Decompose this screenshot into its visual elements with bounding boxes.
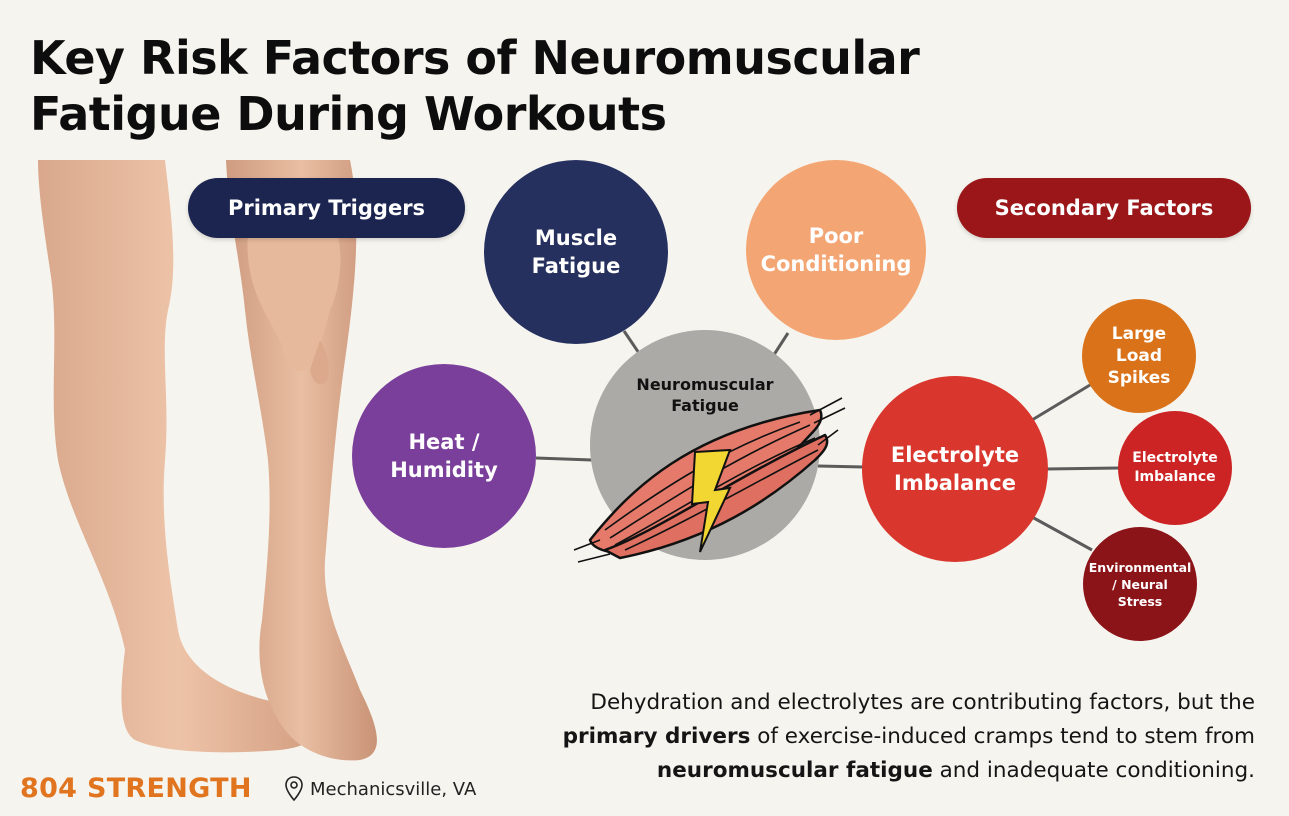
caption-line-3-rest: and inadequate conditioning. [932,758,1255,783]
node-label: Environmental / Neural Stress [1088,559,1192,609]
node-label: Heat / Humidity [390,430,498,482]
primary-triggers-label: Primary Triggers [227,196,426,220]
node-label: Electrolyte Imbalance [1132,450,1218,485]
caption-emphasis-primary-drivers: primary drivers [562,724,751,749]
page-title: Key Risk Factors of Neuromuscular Fatigu… [30,30,920,142]
brand-name: 804 STRENGTH [20,773,252,804]
caption-line-2: primary drivers of exercise-induced cram… [475,720,1255,754]
node-environmental-neural-stress: Environmental / Neural Stress [1083,527,1197,641]
title-line-1: Key Risk Factors of Neuromuscular [30,31,920,85]
caption-text: Dehydration and electrolytes are contrib… [475,686,1255,788]
node-electrolyte-imbalance-secondary: Electrolyte Imbalance [1118,411,1232,525]
node-label: Muscle Fatigue [531,226,621,278]
center-node-label: Neuromuscular Fatigue [636,375,774,415]
caption-line-2-rest: of exercise-induced cramps tend to stem … [750,724,1255,749]
caption-line-3: neuromuscular fatigue and inadequate con… [475,754,1255,788]
node-poor-conditioning: Poor Conditioning [746,160,926,340]
legs-calf-cramp-illustration [38,160,377,761]
node-label: Electrolyte Imbalance [890,443,1020,495]
title-line-2: Fatigue During Workouts [30,87,667,141]
secondary-factors-pill: Secondary Factors [957,178,1251,238]
muscle-with-lightning-icon [573,397,846,563]
node-heat-humidity: Heat / Humidity [352,364,536,548]
map-pin-icon [285,776,303,802]
node-large-load-spikes: Large Load Spikes [1082,299,1196,413]
location-text: Mechanicsville, VA [310,778,477,800]
primary-triggers-pill: Primary Triggers [188,178,465,238]
secondary-factors-label: Secondary Factors [994,196,1214,220]
caption-emphasis-neuromuscular-fatigue: neuromuscular fatigue [656,758,933,783]
node-electrolyte-imbalance: Electrolyte Imbalance [862,376,1048,562]
node-muscle-fatigue: Muscle Fatigue [484,160,668,344]
node-label: Poor Conditioning [760,224,912,276]
caption-line-1: Dehydration and electrolytes are contrib… [590,690,1255,715]
node-label: Large Load Spikes [1107,324,1171,388]
location: Mechanicsville, VA [284,776,476,802]
